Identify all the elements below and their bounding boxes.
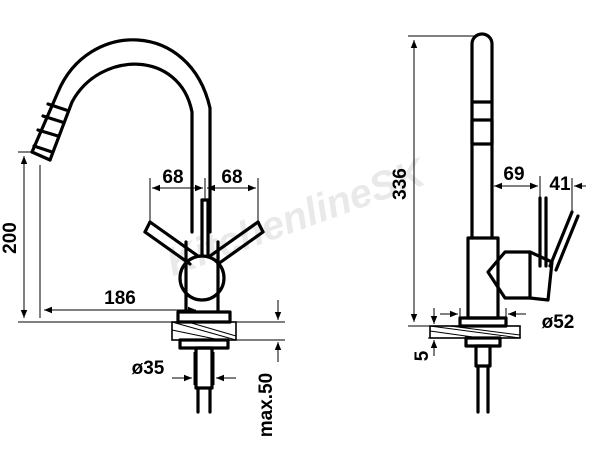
dim-max-thickness: max.50: [236, 300, 285, 437]
dim-spout-height: 200: [0, 151, 172, 323]
dim-lever: 41: [528, 174, 586, 212]
label-5: 5: [412, 350, 433, 361]
front-view: 200 186 68 68 ø35: [0, 38, 285, 437]
label-69: 69: [503, 164, 524, 185]
label-68-left: 68: [162, 167, 183, 188]
dim-hole-diameter: ø35: [132, 352, 236, 385]
label-d52: ø52: [542, 312, 575, 333]
front-handle-body: [143, 198, 265, 314]
dim-reach: 186: [39, 165, 196, 318]
label-d35: ø35: [132, 358, 165, 379]
side-body: [466, 196, 580, 320]
dim-gap: 5: [412, 308, 440, 361]
front-spout: [30, 38, 212, 234]
label-186: 186: [104, 288, 136, 309]
label-41: 41: [549, 174, 571, 195]
dim-total-height: 336: [390, 35, 476, 327]
label-200: 200: [0, 222, 21, 254]
side-view: 336 69 41 ø52 5: [390, 32, 586, 414]
label-max50: max.50: [256, 373, 277, 437]
dim-handle-width: 68 68: [149, 167, 259, 222]
side-spout: [470, 32, 494, 240]
label-336: 336: [390, 168, 411, 200]
side-base: [429, 316, 521, 414]
label-68-right: 68: [221, 167, 242, 188]
dim-base-diameter: ø52: [440, 308, 574, 333]
front-base: [171, 310, 237, 414]
dim-offset: 69: [494, 164, 541, 198]
